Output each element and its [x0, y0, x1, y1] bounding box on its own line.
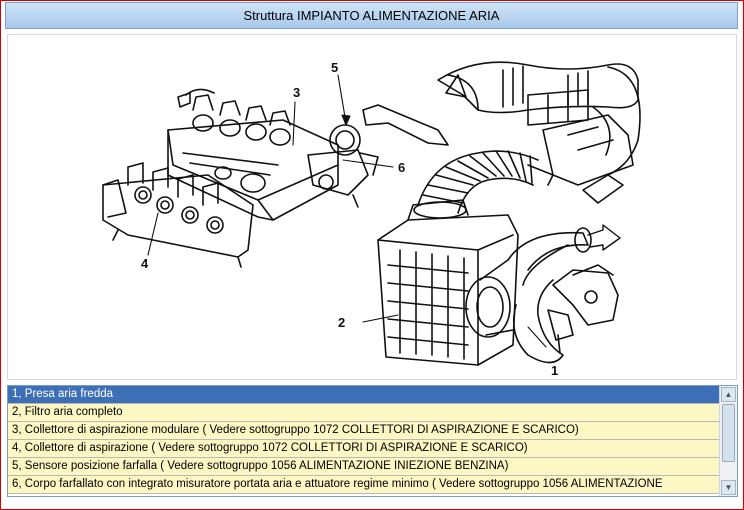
air-filter-drawing	[377, 199, 519, 366]
diagram-panel: 1 2 3 4 5 6	[7, 34, 737, 380]
callout-4: 4	[141, 256, 149, 271]
list-item[interactable]: 3, Collettore di aspirazione modulare ( …	[8, 422, 719, 440]
vertical-scrollbar[interactable]: ▲ ▼	[719, 386, 737, 496]
chevron-down-icon[interactable]: ▼	[721, 480, 736, 495]
chevron-up-icon[interactable]: ▲	[721, 387, 736, 402]
callout-3: 3	[293, 85, 300, 100]
list-item[interactable]: 4, Collettore di aspirazione ( Vedere so…	[8, 440, 719, 458]
cold-air-intake-drawing	[507, 224, 621, 364]
air-intake-diagram: 1 2 3 4 5 6	[102, 60, 641, 378]
list-item[interactable]: 2, Filtro aria completo	[8, 404, 719, 422]
window-title: Struttura IMPIANTO ALIMENTAZIONE ARIA	[5, 2, 738, 29]
callout-5: 5	[331, 60, 338, 75]
callout-1: 1	[551, 363, 558, 378]
corrugated-hose-drawing	[417, 150, 539, 214]
component-list-rows: 1, Presa aria fredda 2, Filtro aria comp…	[8, 386, 719, 496]
callout-2: 2	[338, 315, 345, 330]
list-item[interactable]: 6, Corpo farfallato con integrato misura…	[8, 476, 719, 494]
scrollbar-thumb[interactable]	[722, 404, 735, 462]
intake-duct-drawing	[362, 61, 641, 204]
list-item[interactable]: 1, Presa aria fredda	[8, 386, 719, 404]
intake-manifold-drawing	[102, 88, 379, 268]
list-item[interactable]: 5, Sensore posizione farfalla ( Vedere s…	[8, 458, 719, 476]
callout-leaders	[147, 74, 547, 348]
callout-6: 6	[398, 160, 405, 175]
component-list: 1, Presa aria fredda 2, Filtro aria comp…	[7, 385, 738, 497]
window-title-text: Struttura IMPIANTO ALIMENTAZIONE ARIA	[243, 8, 500, 23]
